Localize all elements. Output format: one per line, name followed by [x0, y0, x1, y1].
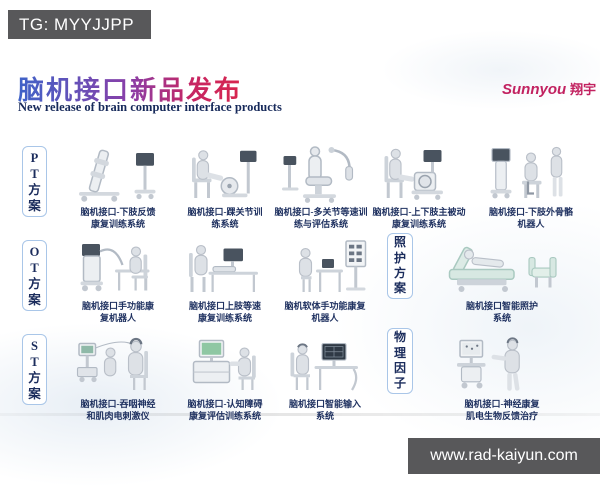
- product-caption: 脑机接口-踝关节训 练系统: [187, 206, 263, 229]
- upper-limb-desk-icon: [178, 228, 272, 298]
- poster-bottom-edge: [0, 413, 600, 416]
- website-url-text: www.rad-kaiyun.com: [430, 447, 578, 464]
- brand-cjk-text: 翔宇: [570, 82, 597, 97]
- page-subtitle: New release of brain computer interface …: [18, 100, 282, 114]
- website-watermark: www.rad-kaiyun.com: [408, 438, 600, 474]
- product-caption: 脑机接口-下肢反馈 康复训练系统: [80, 206, 156, 229]
- product-caption: 脑机接口-下肢外骨骼 机器人: [489, 206, 573, 229]
- product-card: 脑机接口-认知障碍 康复评估训练系统: [178, 324, 272, 422]
- plan-label-pt: P T 方 案: [22, 146, 47, 217]
- product-card: 脑机接口上肢等速 康复训练系统: [178, 228, 272, 324]
- plan-label-ot: O T 方 案: [22, 240, 47, 311]
- plan-label-care: 照 护 方 案: [387, 233, 413, 299]
- telegram-tag-text: TG: MYYJJPP: [19, 14, 135, 34]
- care-bed-icon: [414, 228, 590, 298]
- plan-label-physical-factor: 物 理 因 子: [387, 328, 413, 394]
- product-card: 脑机接口-下肢外骨骼 机器人: [470, 134, 592, 230]
- product-card: 脑机接口-吞咽神经 和肌肉电刺激仪: [58, 324, 178, 422]
- product-caption: 脑机接口上肢等速 康复训练系统: [188, 300, 261, 323]
- page-title: 脑机接口新品发布: [18, 70, 242, 107]
- product-caption: 脑机接口-上下肢主被动 康复训练系统: [372, 206, 466, 229]
- product-caption: 脑机接口-多关节等速训 练与评估系统: [274, 206, 368, 229]
- input-system-icon: [272, 324, 378, 396]
- product-card: 脑机接口智能照护 系统: [414, 228, 590, 324]
- exoskeleton-icon: [470, 134, 592, 204]
- product-card: 脑机软体手功能康复 机器人: [272, 228, 378, 324]
- ankle-trainer-icon: [178, 134, 272, 204]
- cognitive-desk-icon: [178, 324, 272, 396]
- product-card: 脑机接口-上下肢主被动 康复训练系统: [368, 134, 470, 230]
- brand-logo: Sunnyou 翔宇: [502, 79, 596, 98]
- product-caption: 脑机接口-神经康复 肌电生物反馈治疗: [464, 398, 540, 421]
- product-caption: 脑机接口-吞咽神经 和肌肉电刺激仪: [80, 398, 156, 421]
- limb-trainer-icon: [368, 134, 470, 204]
- telegram-watermark: TG: MYYJJPP: [8, 10, 151, 39]
- tilt-table-trainer-icon: [58, 134, 178, 204]
- product-card: 脑机接口-神经康复 肌电生物反馈治疗: [414, 324, 590, 422]
- product-card: 脑机接口手功能康 复机器人: [58, 228, 178, 324]
- product-caption: 脑机接口-认知障碍 康复评估训练系统: [187, 398, 263, 421]
- product-card: 脑机接口-下肢反馈 康复训练系统: [58, 134, 178, 230]
- product-card: 脑机接口-踝关节训 练系统: [178, 134, 272, 230]
- product-caption: 脑机软体手功能康复 机器人: [284, 300, 366, 323]
- product-card: 脑机接口-多关节等速训 练与评估系统: [272, 134, 370, 230]
- isokinetic-chair-icon: [272, 134, 370, 204]
- product-caption: 脑机接口智能输入 系统: [288, 398, 361, 421]
- swallow-stim-icon: [58, 324, 178, 396]
- background-wave: [380, 30, 600, 110]
- brand-latin-text: Sunnyou: [502, 81, 567, 98]
- plan-label-st: S T 方 案: [22, 334, 47, 405]
- product-caption: 脑机接口手功能康 复机器人: [81, 300, 154, 323]
- hand-robot-cart-icon: [58, 228, 178, 298]
- product-caption: 脑机接口智能照护 系统: [465, 300, 538, 323]
- soft-hand-panel-icon: [272, 228, 378, 298]
- biofeedback-cart-icon: [414, 324, 590, 396]
- product-card: 脑机接口智能输入 系统: [272, 324, 378, 422]
